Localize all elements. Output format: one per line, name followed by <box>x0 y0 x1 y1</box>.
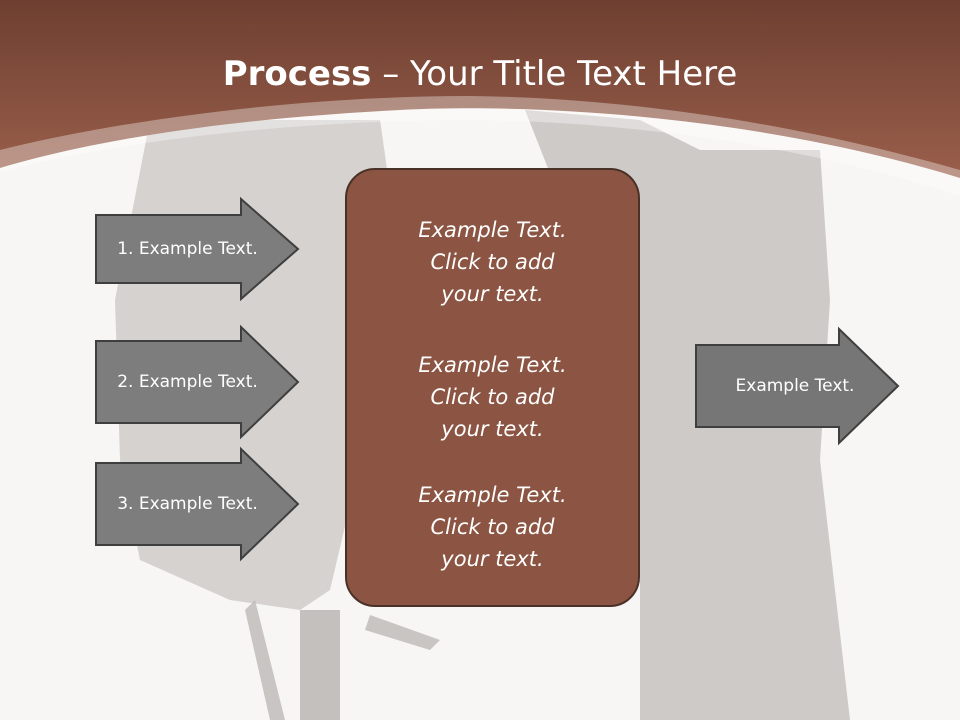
header-highlight <box>0 96 960 196</box>
center-box: Example Text. Click to add your text. Ex… <box>345 168 640 607</box>
input-arrow-3: 3. Example Text. <box>95 446 300 562</box>
text-line: Click to add <box>430 385 555 409</box>
arrow-shape <box>695 326 900 446</box>
text-line: your text. <box>441 282 544 306</box>
input-arrow-2: 2. Example Text. <box>95 324 300 440</box>
center-text-block-2: Example Text. Click to add your text. <box>347 349 638 445</box>
output-arrow: Example Text. <box>695 326 900 446</box>
input-arrow-1: 1. Example Text. <box>95 196 300 302</box>
title-bold: Process <box>222 54 372 94</box>
text-line: Click to add <box>430 515 555 539</box>
arrow-shape <box>95 324 300 440</box>
arrow-shape <box>95 196 300 302</box>
chair-post <box>300 610 340 720</box>
input-arrow-label: 1. Example Text. <box>117 239 258 259</box>
input-arrow-label: 2. Example Text. <box>117 372 258 392</box>
text-line: Click to add <box>430 250 555 274</box>
text-line: Example Text. <box>418 218 567 242</box>
center-text-block-3: Example Text. Click to add your text. <box>347 479 638 575</box>
slide-title: Process – Your Title Text Here <box>0 50 960 98</box>
center-text-block-1: Example Text. Click to add your text. <box>347 214 638 310</box>
text-line: your text. <box>441 417 544 441</box>
input-arrow-label: 3. Example Text. <box>117 494 258 514</box>
output-arrow-label: Example Text. <box>735 376 855 396</box>
title-rest: – Your Title Text Here <box>371 54 738 94</box>
text-line: Example Text. <box>418 353 567 377</box>
header-band <box>0 0 960 178</box>
text-line: Example Text. <box>418 483 567 507</box>
arrow-shape <box>95 446 300 562</box>
text-line: your text. <box>441 547 544 571</box>
